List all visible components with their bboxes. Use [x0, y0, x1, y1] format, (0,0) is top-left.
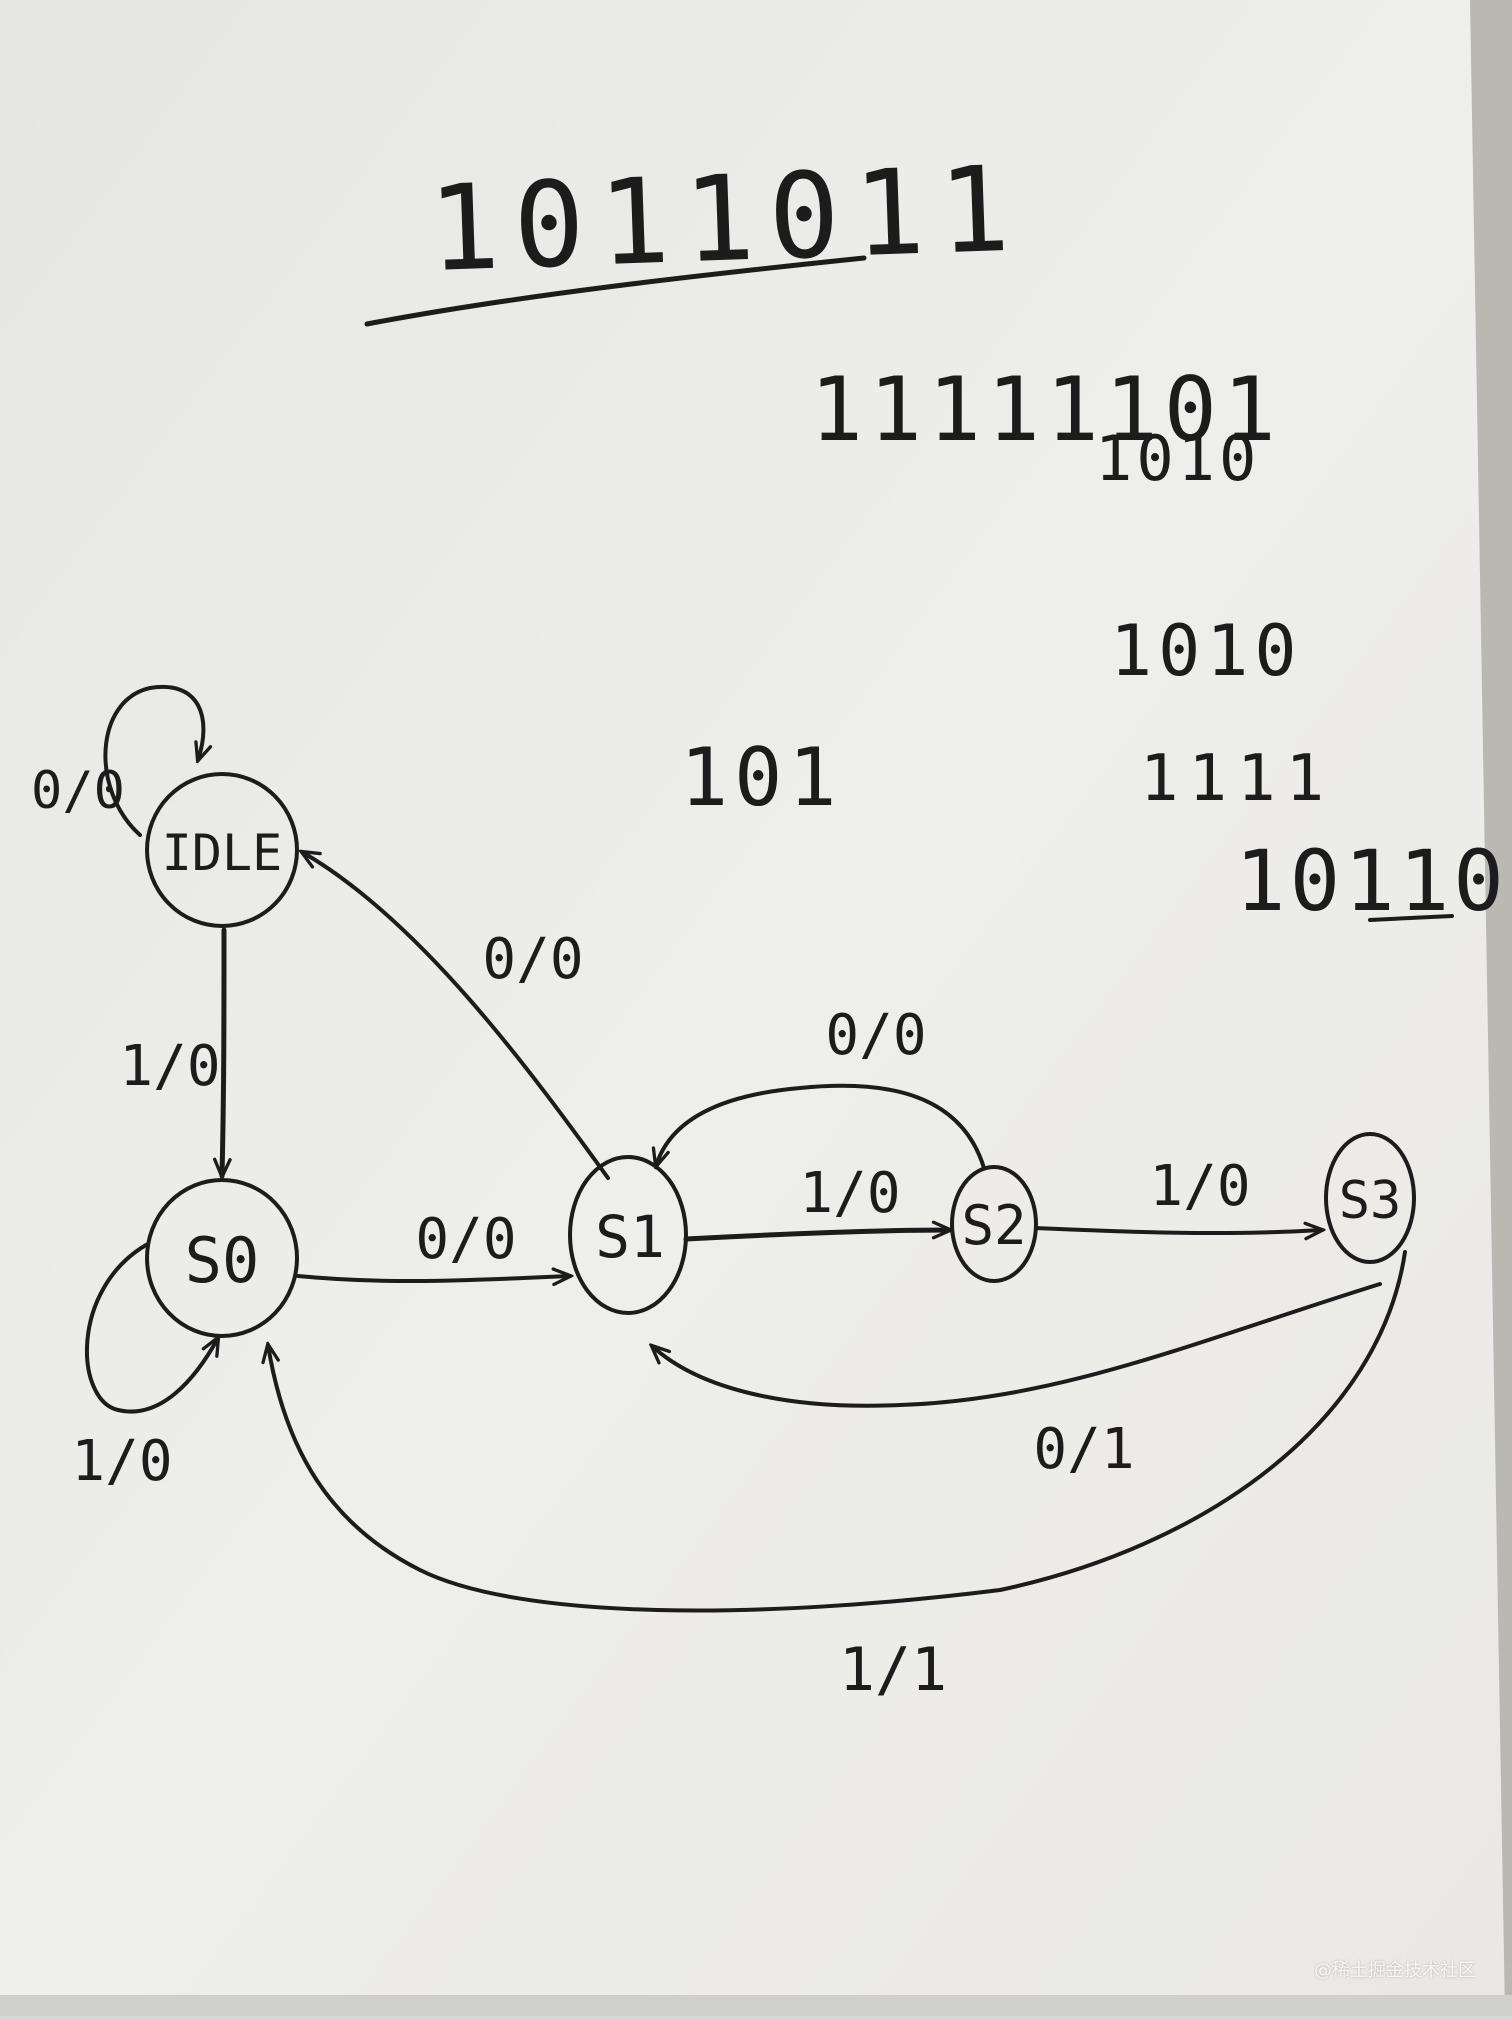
- note-line-4: 1111: [1140, 742, 1334, 816]
- state-s3-label: S3: [1339, 1171, 1402, 1231]
- edge-s1-to-idle-label: 0/0: [482, 927, 583, 992]
- edge-idle-to-s0: [222, 930, 224, 1176]
- edge-s2-to-s3-label: 1/0: [1149, 1154, 1250, 1219]
- watermark: @稀土掘金技术社区: [1314, 1956, 1476, 1982]
- note-line-3: 1010: [1110, 610, 1303, 692]
- edge-s3-to-s0-label: 1/1: [839, 1635, 947, 1705]
- edge-s0-to-s1-label: 0/0: [415, 1207, 516, 1272]
- note-line-5: 10110: [1235, 832, 1508, 930]
- edge-idle-to-s0-label: 1/0: [119, 1034, 220, 1099]
- edge-s2-to-s1-label: 0/0: [825, 1003, 926, 1068]
- paper-bottom-edge: [0, 1995, 1512, 2016]
- edge-s0-to-s0-label: 1/0: [71, 1429, 172, 1494]
- state-s2-label: S2: [961, 1194, 1026, 1257]
- state-idle-label: IDLE: [162, 824, 282, 882]
- edge-s1-to-s2-label: 1/0: [799, 1161, 900, 1226]
- state-s1-label: S1: [595, 1203, 665, 1271]
- edge-s3-to-s1-label: 0/1: [1033, 1417, 1134, 1482]
- note-line-6: 101: [680, 731, 843, 824]
- note-line-2: 1010: [1095, 422, 1260, 495]
- state-s0-label: S0: [185, 1224, 260, 1297]
- edge-idle-to-idle-label: 0/0: [31, 761, 125, 821]
